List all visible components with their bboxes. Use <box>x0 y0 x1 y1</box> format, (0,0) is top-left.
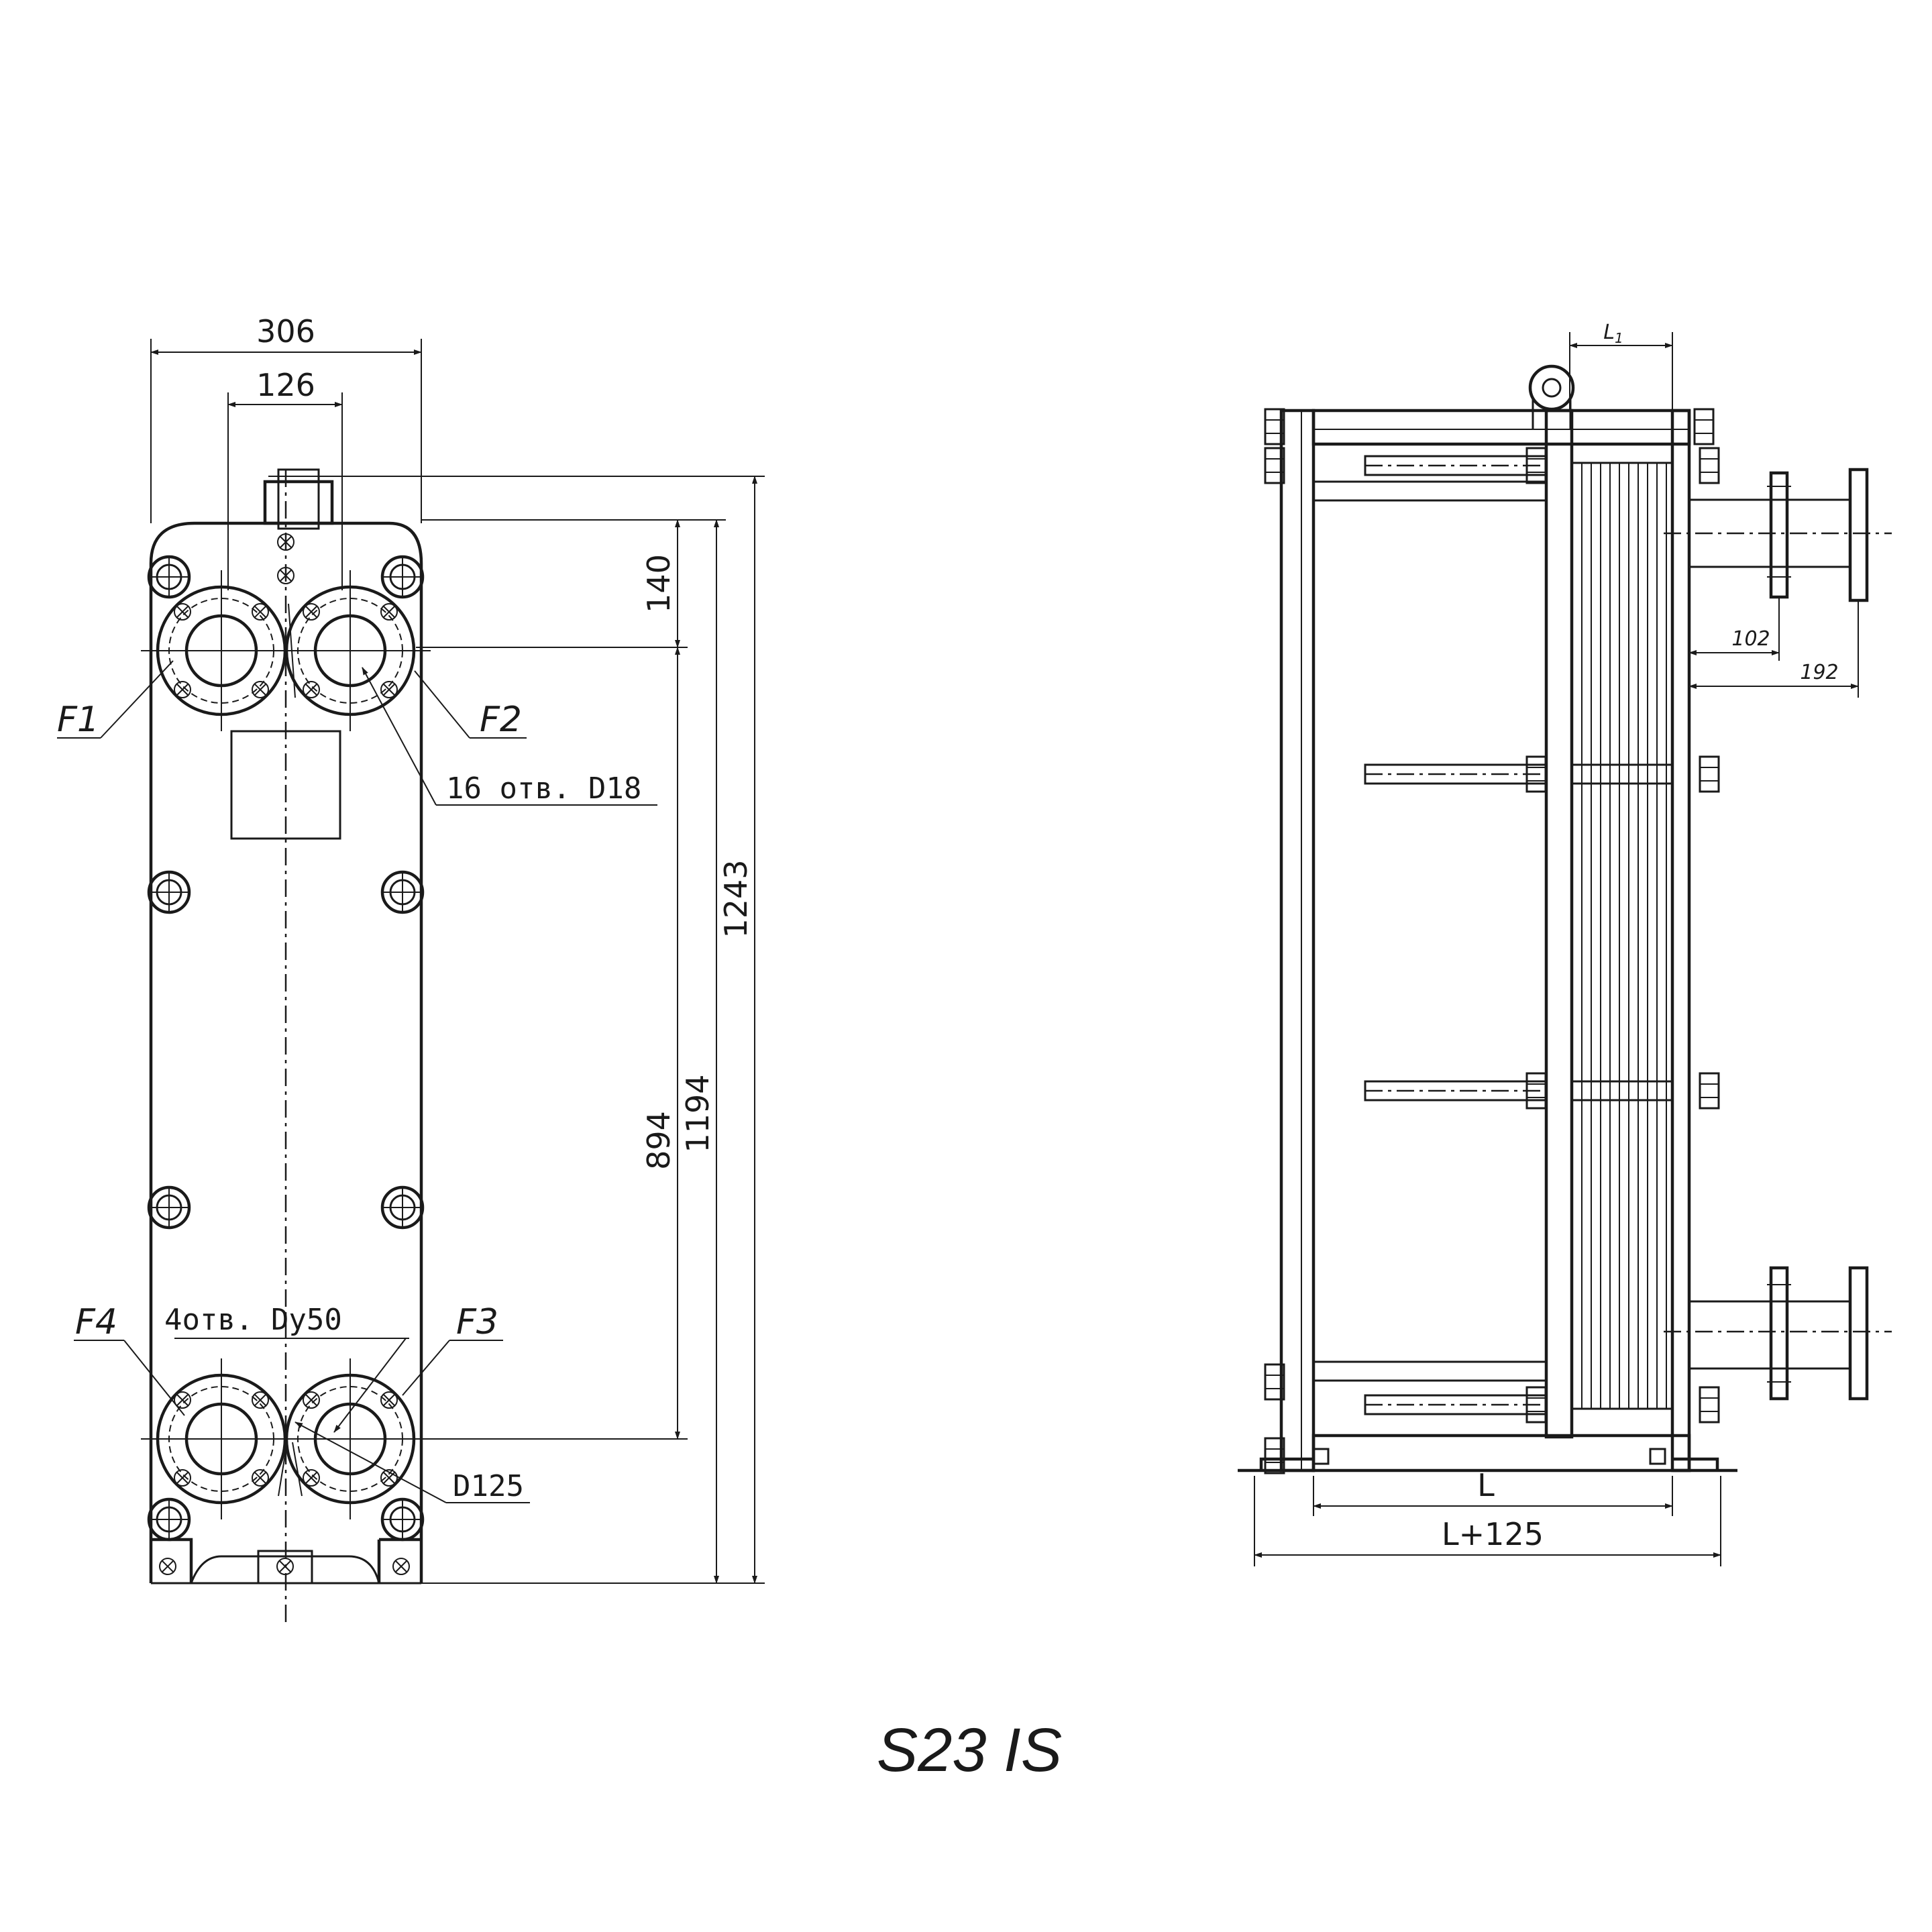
svg-text:F4: F4 <box>75 1302 117 1342</box>
svg-text:L+125: L+125 <box>1442 1516 1544 1552</box>
dim-port-spacing-text: 126 <box>256 367 315 403</box>
frame-plate <box>149 521 423 1583</box>
bottom-guide-bar <box>1312 1360 1548 1382</box>
center-window <box>230 730 341 840</box>
label-flange-diameter: D125 <box>294 1421 530 1503</box>
side-feet <box>1238 1448 1737 1472</box>
label-f1: F1 <box>57 660 174 740</box>
dimension-port-spacing-126: 126 <box>227 367 343 590</box>
top-lifting-lug <box>263 468 334 584</box>
dim-top-to-port-text: 140 <box>641 554 677 613</box>
dim-overall-height-text: 1243 <box>718 859 754 938</box>
dimension-l: L <box>1313 1467 1673 1516</box>
label-f2: F2 <box>414 670 527 740</box>
dim-port-to-port-text: 894 <box>641 1111 677 1170</box>
svg-text:F2: F2 <box>480 700 522 740</box>
pressure-plate <box>1544 409 1574 1439</box>
dimension-102: 102 <box>1688 597 1780 698</box>
dimension-140: 140 <box>641 519 680 648</box>
svg-text:4отв. Dy50: 4отв. Dy50 <box>164 1303 342 1337</box>
dimension-l-plus-125: L+125 <box>1254 1476 1721 1566</box>
svg-text:102: 102 <box>1731 627 1770 651</box>
drawing-caption: S23 IS <box>877 1716 1062 1784</box>
svg-text:F1: F1 <box>57 700 99 740</box>
label-port-holes: 4отв. Dy50 <box>164 1303 409 1433</box>
lifting-eye <box>1528 364 1575 429</box>
label-f3: F3 <box>402 1302 503 1396</box>
svg-text:192: 192 <box>1800 661 1838 684</box>
front-view: 306 126 140 894 1194 1243 <box>57 313 765 1623</box>
label-f4: F4 <box>74 1302 185 1416</box>
svg-text:L: L <box>1477 1467 1495 1503</box>
svg-text:L1: L1 <box>1603 321 1623 346</box>
svg-text:16 отв. D18: 16 отв. D18 <box>446 771 641 806</box>
port-f3 <box>270 1358 431 1519</box>
fixed-frame-plate <box>1279 409 1316 1472</box>
label-bolt-holes: 16 отв. D18 <box>362 667 657 806</box>
dimension-1194: 1194 <box>680 519 719 1584</box>
nozzle-top <box>1664 468 1892 602</box>
tightening-bolts <box>1264 408 1720 1474</box>
dimension-1243: 1243 <box>718 476 757 1584</box>
port-f2 <box>270 570 431 731</box>
dimension-width-306: 306 <box>150 313 422 523</box>
dimension-192: 192 <box>1688 600 1859 698</box>
nozzle-bottom <box>1664 1266 1892 1401</box>
support-column <box>1670 409 1691 1472</box>
dim-frame-height-text: 1194 <box>680 1074 716 1152</box>
plate-pack <box>1570 462 1674 1410</box>
svg-text:D125: D125 <box>453 1469 524 1503</box>
side-view: L1 102 192 L L+125 <box>1238 321 1892 1566</box>
svg-text:F3: F3 <box>456 1302 498 1342</box>
dimension-894: 894 <box>641 647 680 1440</box>
dimension-l1: L1 <box>1569 321 1673 409</box>
dim-width-total-text: 306 <box>256 313 315 350</box>
top-carrying-bar <box>1311 409 1691 446</box>
